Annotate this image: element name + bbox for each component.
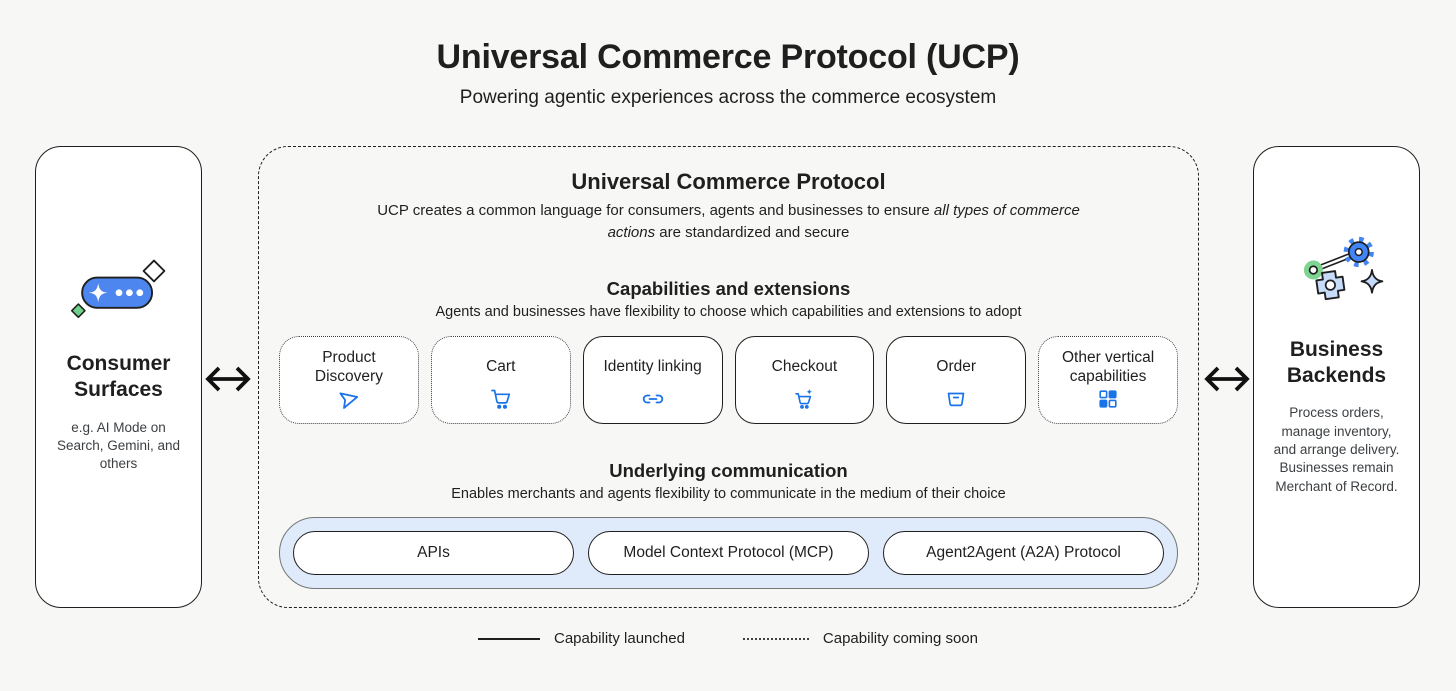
- consumer-surfaces-title: Consumer Surfaces: [66, 352, 171, 401]
- capability-identity-linking: Identity linking: [582, 335, 723, 424]
- capability-other-vertical: Other vertical capabilities: [1038, 335, 1178, 424]
- solid-line-key-icon: [477, 637, 540, 640]
- legend-launched-label: Capability launched: [553, 630, 685, 647]
- protocol-apis: APIs: [293, 530, 574, 575]
- protocols-container: APIs Model Context Protocol (MCP) Agent2…: [279, 516, 1178, 589]
- order-box-icon: [947, 392, 965, 406]
- page-subtitle: Powering agentic experiences across the …: [459, 87, 997, 108]
- capability-label: Product Discovery: [314, 348, 383, 385]
- capability-label: Order: [936, 358, 977, 376]
- cart-icon: [490, 389, 510, 409]
- ucp-description-prefix: UCP creates a common language for consum…: [377, 202, 934, 219]
- right-bidirectional-arrow-icon: [1204, 366, 1250, 392]
- gear-connector-sparkle-icon: [1285, 232, 1389, 313]
- communication-section-subtitle: Enables merchants and agents flexibility…: [451, 485, 1006, 502]
- dotted-line-key-icon: [742, 637, 809, 640]
- capability-cart: Cart: [430, 335, 571, 424]
- legend-coming-soon-label: Capability coming soon: [822, 630, 978, 647]
- left-bidirectional-arrow-icon: [205, 366, 251, 392]
- capability-checkout: Checkout: [734, 335, 875, 424]
- capability-label: Other vertical capabilities: [1061, 348, 1155, 385]
- legend-coming-soon: Capability coming soon: [742, 630, 978, 647]
- business-backends-description: Process orders, manage inventory, and ar…: [1273, 405, 1400, 494]
- link-icon: [642, 394, 663, 403]
- capabilities-row: Product Discovery Cart Identity linking: [279, 335, 1178, 424]
- consumer-surfaces-panel: Consumer Surfaces e.g. AI Mode on Search…: [35, 146, 202, 608]
- protocol-mcp: Model Context Protocol (MCP): [588, 530, 869, 575]
- ai-chat-pill-sparkle-icon: [67, 254, 171, 327]
- ucp-description: UCP creates a common language for consum…: [369, 200, 1089, 244]
- business-backends-title: Business Backends: [1286, 337, 1387, 387]
- capability-label: Cart: [486, 358, 516, 376]
- capability-label: Checkout: [771, 358, 838, 376]
- grid-squares-icon: [1099, 389, 1117, 408]
- capability-order: Order: [886, 335, 1027, 424]
- ucp-description-suffix: are standardized and secure: [655, 223, 850, 241]
- capability-label: Identity linking: [603, 358, 702, 376]
- cart-sparkle-icon: [795, 388, 813, 409]
- legend-launched: Capability launched: [477, 630, 685, 647]
- capabilities-section-title: Capabilities and extensions: [606, 277, 851, 299]
- communication-section-title: Underlying communication: [609, 459, 848, 481]
- header: Universal Commerce Protocol (UCP) Poweri…: [0, 38, 1456, 109]
- send-icon: [339, 392, 359, 409]
- ucp-title: Universal Commerce Protocol: [571, 169, 886, 194]
- capabilities-section-subtitle: Agents and businesses have flexibility t…: [435, 303, 1022, 320]
- ucp-description-italic: all types of commerce actions: [607, 202, 1080, 241]
- ucp-panel: Universal Commerce Protocol UCP creates …: [258, 146, 1199, 608]
- page-title: Universal Commerce Protocol (UCP): [436, 38, 1020, 76]
- consumer-surfaces-description: e.g. AI Mode on Search, Gemini, and othe…: [56, 419, 181, 472]
- protocol-a2a: Agent2Agent (A2A) Protocol: [883, 530, 1164, 575]
- capability-product-discovery: Product Discovery: [279, 335, 419, 424]
- business-backends-panel: Business Backends Process orders, manage…: [1253, 146, 1420, 608]
- legend: Capability launched Capability coming so…: [0, 630, 1456, 647]
